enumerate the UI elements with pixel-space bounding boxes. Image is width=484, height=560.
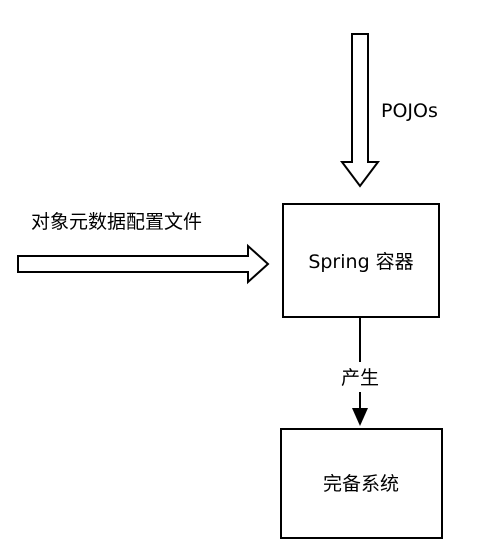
metadata-input-arrow — [17, 243, 270, 285]
spring-container-box — [282, 203, 440, 318]
metadata-label: 对象元数据配置文件 — [31, 211, 202, 233]
complete-system-label: 完备系统 — [323, 473, 399, 495]
pojos-label: POJOs — [381, 100, 438, 122]
complete-system-box — [280, 428, 443, 539]
produce-label: 产生 — [341, 367, 379, 389]
produce-arrowhead — [352, 408, 368, 426]
pojos-input-arrow — [340, 33, 380, 188]
spring-container-label: Spring 容器 — [308, 251, 413, 273]
